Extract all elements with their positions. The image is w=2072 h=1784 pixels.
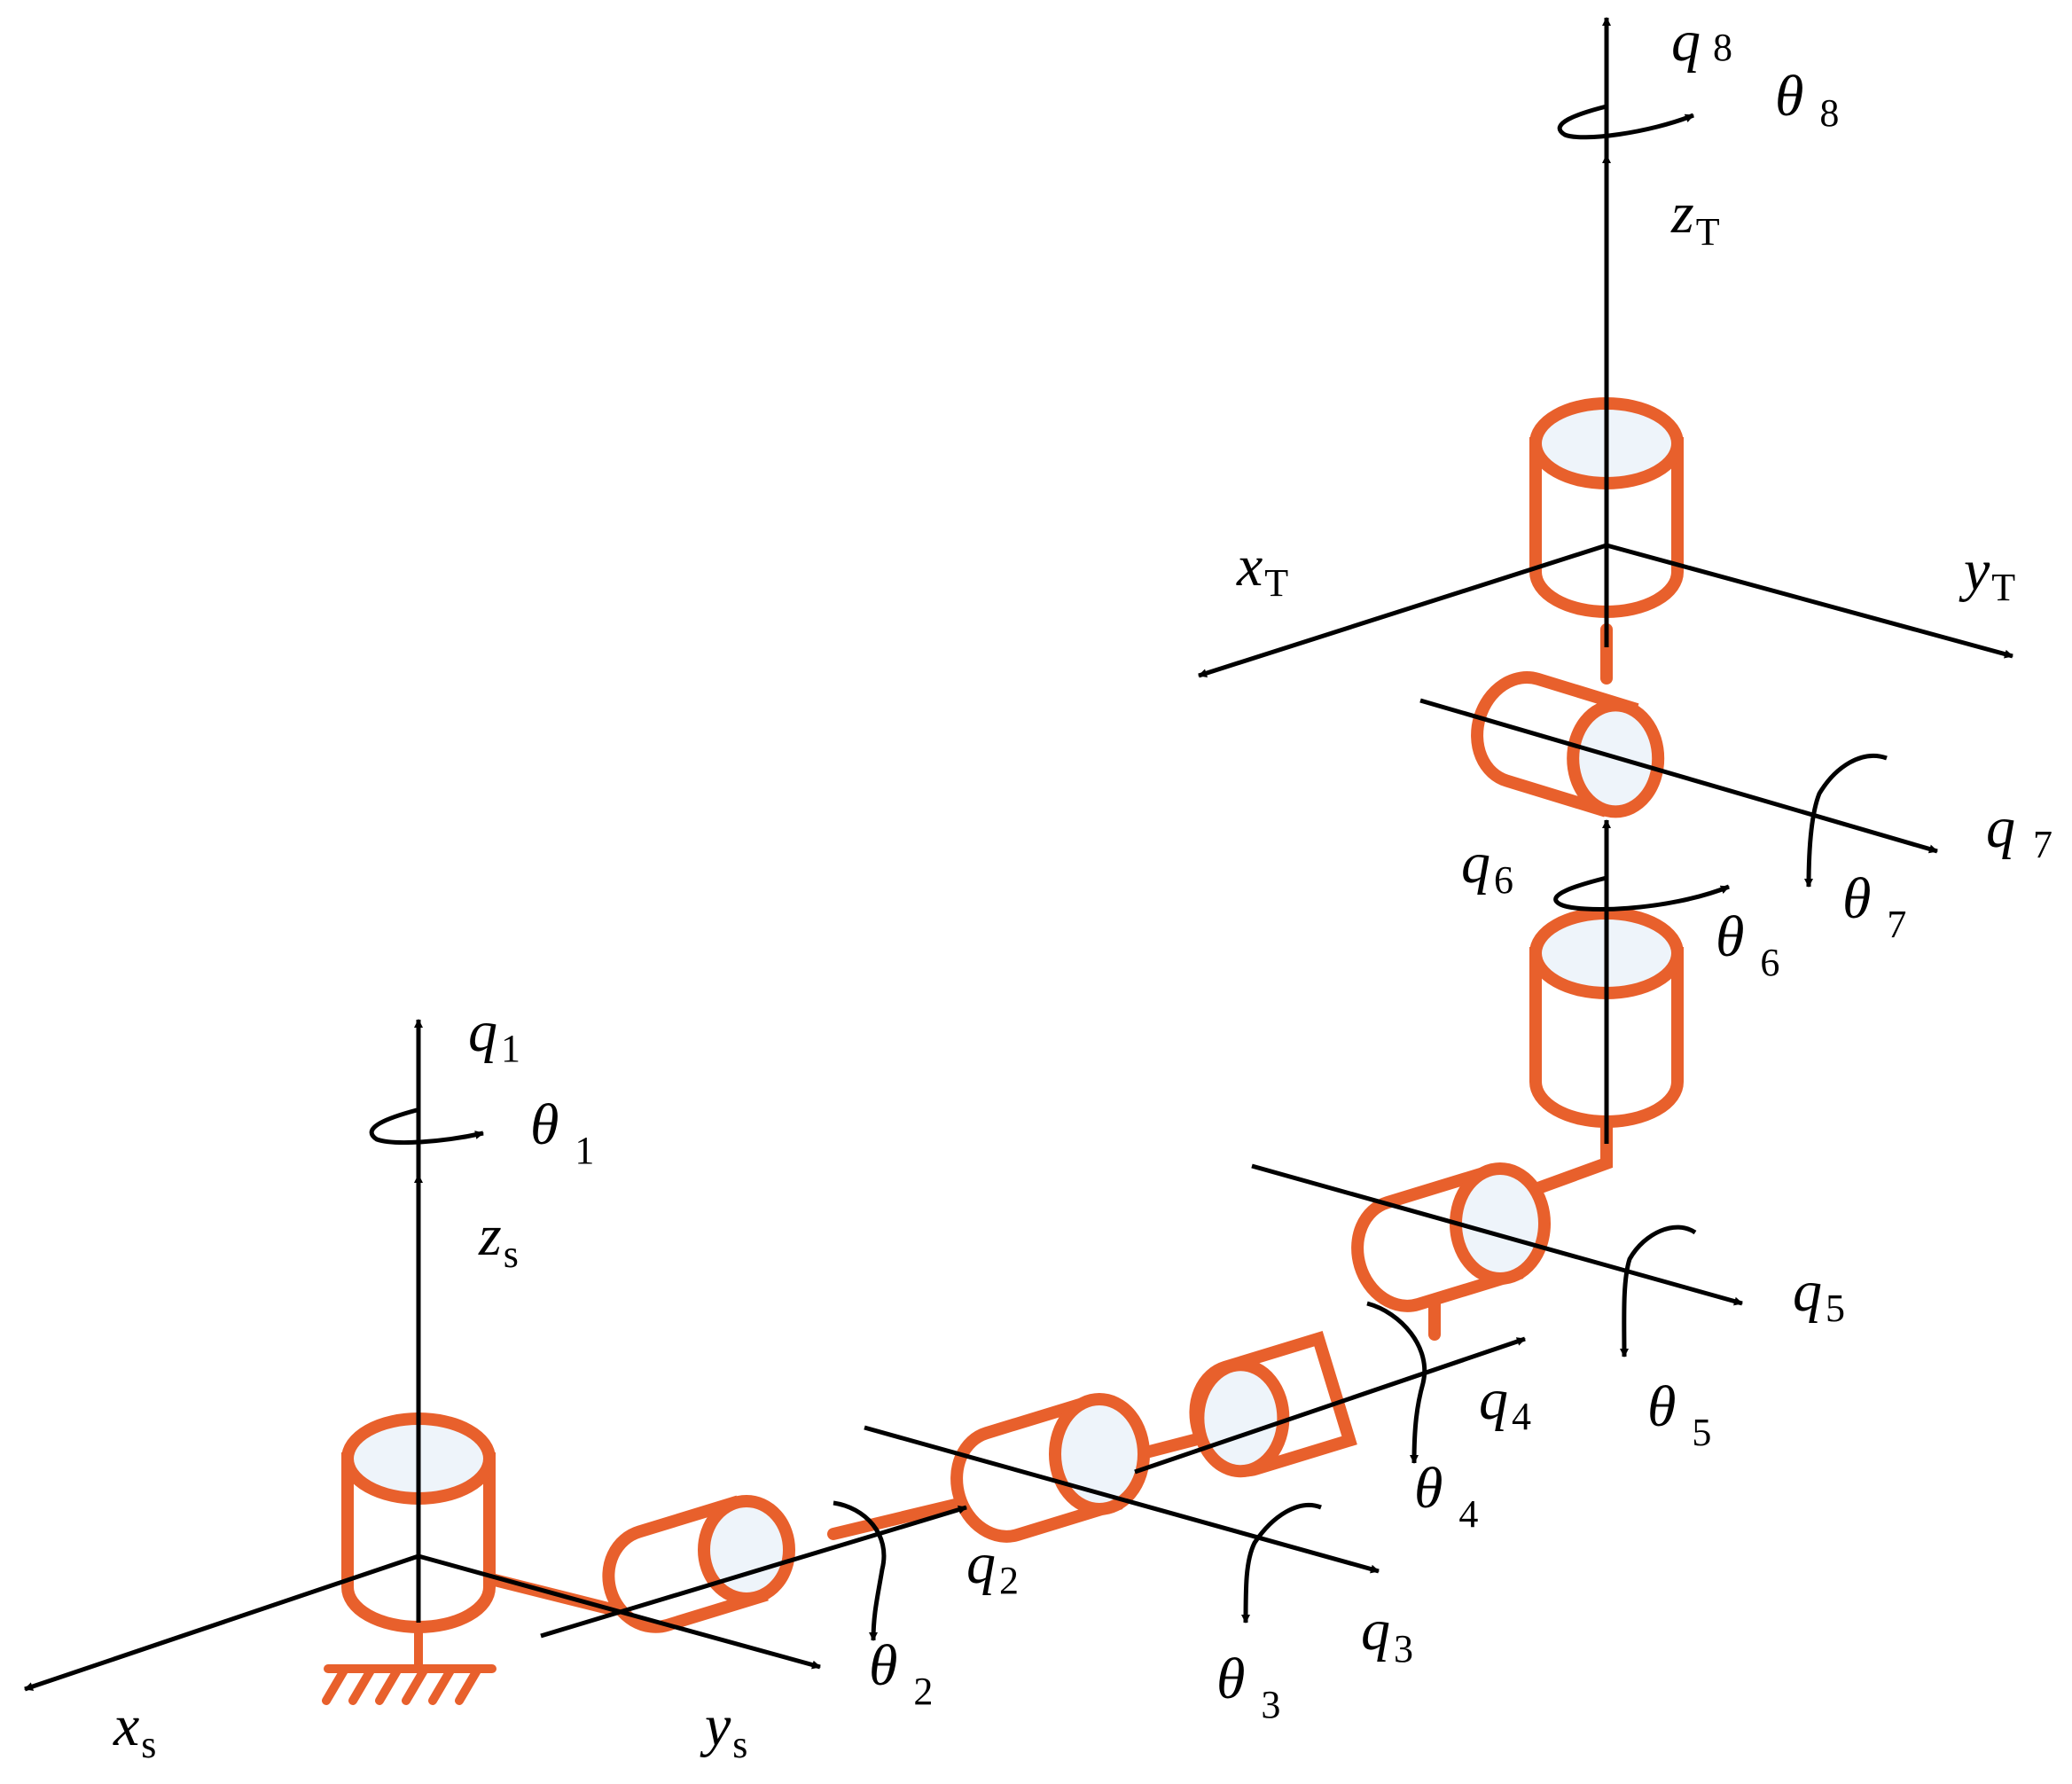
- joint-7-cylinder: [1471, 671, 1665, 818]
- joint-2-cylinder: [602, 1495, 795, 1633]
- q2-axis-arrow: [540, 1505, 967, 1639]
- theta2-rotation-arrow: [833, 1500, 887, 1641]
- label-q6: q6: [1461, 831, 1513, 902]
- theta6-rotation-arrow: [1553, 875, 1730, 912]
- theta3-rotation-arrow: [1241, 1502, 1322, 1624]
- q3-axis-arrow: [864, 1425, 1380, 1574]
- label-xT: xT: [1236, 534, 1288, 605]
- rotation-arrows: [369, 104, 1888, 1641]
- xs-axis-arrow: [24, 1553, 419, 1692]
- link-4-5: [1532, 1115, 1613, 1194]
- theta5-rotation-arrow: [1619, 1225, 1697, 1358]
- label-q2: q2: [966, 1531, 1019, 1602]
- theta7-rotation-arrow: [1804, 753, 1888, 888]
- theta1-rotation-arrow: [369, 1107, 484, 1146]
- label-ys: ys: [700, 1694, 747, 1766]
- theta8-rotation-arrow: [1557, 104, 1694, 140]
- q7-axis-arrow: [1419, 698, 1938, 854]
- label-q4: q4: [1479, 1367, 1531, 1438]
- joint-5-cylinder: [1351, 1162, 1551, 1312]
- label-q1: q1: [468, 999, 520, 1070]
- ground-symbol: [322, 1623, 496, 1705]
- label-xs: xs: [113, 1694, 156, 1766]
- joint-3-cylinder: [950, 1393, 1150, 1543]
- q4-axis-arrow: [1134, 1336, 1526, 1475]
- xT-axis-arrow: [1198, 543, 1607, 678]
- label-yT: yT: [1959, 538, 2015, 609]
- axes: [24, 17, 2013, 1692]
- joint-4-cylinder: [1189, 1330, 1357, 1478]
- label-zT: zT: [1670, 181, 1720, 254]
- yT-axis-arrow: [1606, 543, 2013, 659]
- label-q3: q3: [1361, 1598, 1413, 1671]
- q5-axis-arrow: [1251, 1163, 1743, 1306]
- label-zs: zs: [478, 1203, 519, 1276]
- label-q5: q5: [1793, 1259, 1845, 1330]
- theta4-rotation-arrow: [1366, 1301, 1427, 1464]
